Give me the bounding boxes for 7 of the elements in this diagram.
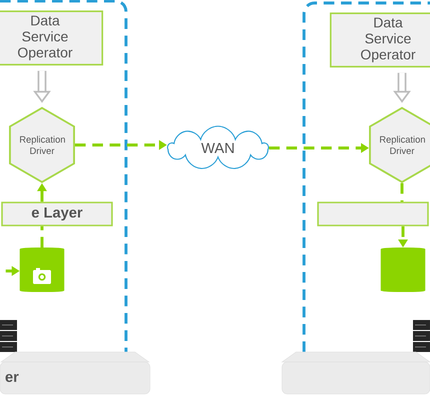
layer-bar: e Layer [1, 202, 113, 226]
cloud: WAN [167, 126, 269, 169]
operator-box: Data Service Operator [0, 10, 104, 66]
platform-base: er [0, 352, 150, 394]
layer-bar [317, 202, 429, 226]
storage-cylinder [380, 248, 426, 292]
operator-box: Data Service Operator [330, 12, 430, 68]
